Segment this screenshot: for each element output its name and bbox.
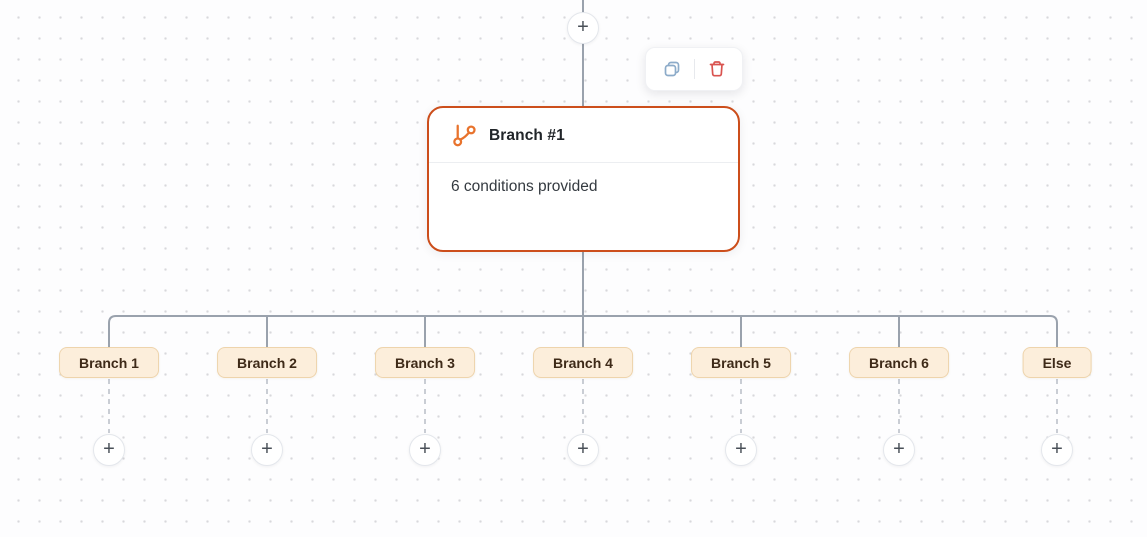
plus-icon: + [261, 438, 273, 460]
toolbar-divider [693, 59, 695, 79]
node-toolbar [645, 47, 743, 91]
branch-icon [453, 124, 476, 147]
add-step-button[interactable]: + [725, 434, 757, 466]
branch-label-pill[interactable]: Branch 6 [849, 347, 949, 378]
add-step-button[interactable]: + [567, 434, 599, 466]
add-step-button[interactable]: + [93, 434, 125, 466]
add-step-button[interactable]: + [251, 434, 283, 466]
add-step-button[interactable]: + [883, 434, 915, 466]
branch-label-pill[interactable]: Branch 5 [691, 347, 791, 378]
node-subtitle: 6 conditions provided [451, 178, 598, 195]
add-step-button[interactable]: + [1041, 434, 1073, 466]
plus-icon: + [893, 438, 905, 460]
plus-icon: + [103, 438, 115, 460]
branch-label: Branch 2 [237, 354, 297, 371]
dashed-connector-path [108, 379, 1058, 433]
add-node-top-button[interactable]: + [567, 12, 599, 44]
branch-label-pill[interactable]: Branch 1 [59, 347, 159, 378]
branch-label: Branch 5 [711, 354, 771, 371]
branch-label-pill[interactable]: Else [1022, 347, 1092, 378]
node-title: Branch #1 [489, 127, 565, 144]
branch-node-card[interactable]: Branch #1 6 conditions provided [427, 106, 740, 252]
plus-icon: + [735, 438, 747, 460]
delete-node-button[interactable] [703, 55, 731, 83]
branch-label: Branch 6 [869, 354, 929, 371]
branch-label-pill[interactable]: Branch 4 [533, 347, 633, 378]
trash-icon [709, 61, 724, 77]
branch-label: Branch 4 [553, 354, 613, 371]
plus-icon: + [1051, 438, 1063, 460]
branch-label-pill[interactable]: Branch 2 [217, 347, 317, 378]
branch-label: Else [1042, 354, 1072, 371]
copy-node-button[interactable] [658, 55, 686, 83]
branch-label-pill[interactable]: Branch 3 [375, 347, 475, 378]
copy-icon [664, 61, 679, 77]
branch-label: Branch 1 [79, 354, 139, 371]
add-step-button[interactable]: + [409, 434, 441, 466]
plus-icon: + [577, 16, 589, 38]
node-body: 6 conditions provided [429, 163, 738, 211]
plus-icon: + [419, 438, 431, 460]
branch-label: Branch 3 [395, 354, 455, 371]
node-header: Branch #1 [429, 108, 738, 162]
plus-icon: + [577, 438, 589, 460]
